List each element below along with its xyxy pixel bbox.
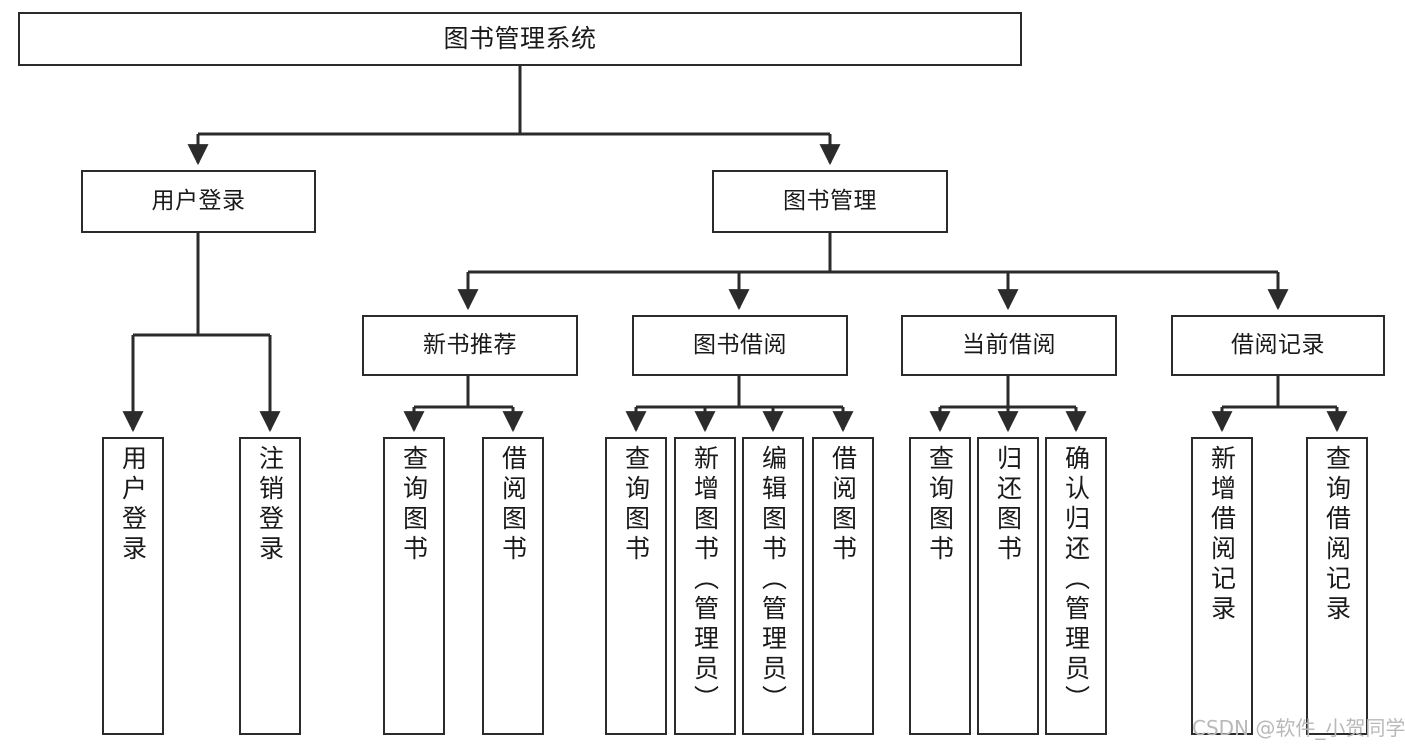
node-book-borrow-label: 图书借阅	[693, 332, 787, 359]
leaf-user-login[interactable]: 用户登录	[102, 437, 164, 735]
node-user-login[interactable]: 用户登录	[81, 170, 316, 233]
node-borrow-record-label: 借阅记录	[1231, 332, 1325, 359]
leaf-return-book[interactable]: 归还图书	[977, 437, 1039, 735]
leaf-query-record[interactable]: 查询借阅记录	[1306, 437, 1368, 735]
leaf-query-book-2-label: 查询图书	[621, 445, 651, 565]
node-book-manage-label: 图书管理	[783, 188, 877, 215]
node-new-book-recommend[interactable]: 新书推荐	[362, 315, 578, 376]
leaf-edit-book[interactable]: 编辑图书（管理员）	[742, 437, 804, 735]
node-user-login-label: 用户登录	[151, 188, 246, 215]
leaf-add-record-label: 新增借阅记录	[1207, 445, 1237, 625]
leaf-borrow-book-1[interactable]: 借阅图书	[482, 437, 544, 735]
leaf-add-record[interactable]: 新增借阅记录	[1191, 437, 1253, 735]
leaf-borrow-book-2[interactable]: 借阅图书	[812, 437, 874, 735]
leaf-query-book-2[interactable]: 查询图书	[605, 437, 667, 735]
node-current-borrow[interactable]: 当前借阅	[901, 315, 1117, 376]
csdn-watermark: CSDN @软件_小贺同学	[1192, 716, 1405, 740]
leaf-borrow-book-2-label: 借阅图书	[828, 445, 858, 565]
leaf-logout[interactable]: 注销登录	[239, 437, 301, 735]
leaf-add-book[interactable]: 新增图书（管理员）	[674, 437, 736, 735]
node-current-borrow-label: 当前借阅	[962, 332, 1056, 359]
leaf-user-login-label: 用户登录	[118, 445, 148, 565]
leaf-confirm-return-label: 确认归还（管理员）	[1061, 445, 1091, 715]
leaf-add-book-label: 新增图书（管理员）	[690, 445, 720, 715]
leaf-query-book-1-label: 查询图书	[399, 445, 429, 565]
leaf-query-book-1[interactable]: 查询图书	[383, 437, 445, 735]
node-root-label: 图书管理系统	[443, 23, 597, 53]
leaf-query-record-label: 查询借阅记录	[1322, 445, 1352, 625]
node-root[interactable]: 图书管理系统	[18, 12, 1022, 66]
node-borrow-record[interactable]: 借阅记录	[1171, 315, 1385, 376]
leaf-return-book-label: 归还图书	[993, 445, 1023, 565]
leaf-query-book-3-label: 查询图书	[925, 445, 955, 565]
leaf-edit-book-label: 编辑图书（管理员）	[758, 445, 788, 715]
node-book-manage[interactable]: 图书管理	[712, 170, 948, 233]
node-book-borrow[interactable]: 图书借阅	[632, 315, 848, 376]
leaf-borrow-book-1-label: 借阅图书	[498, 445, 528, 565]
leaf-logout-label: 注销登录	[255, 445, 285, 565]
leaf-query-book-3[interactable]: 查询图书	[909, 437, 971, 735]
node-new-book-recommend-label: 新书推荐	[423, 332, 517, 359]
leaf-confirm-return[interactable]: 确认归还（管理员）	[1045, 437, 1107, 735]
